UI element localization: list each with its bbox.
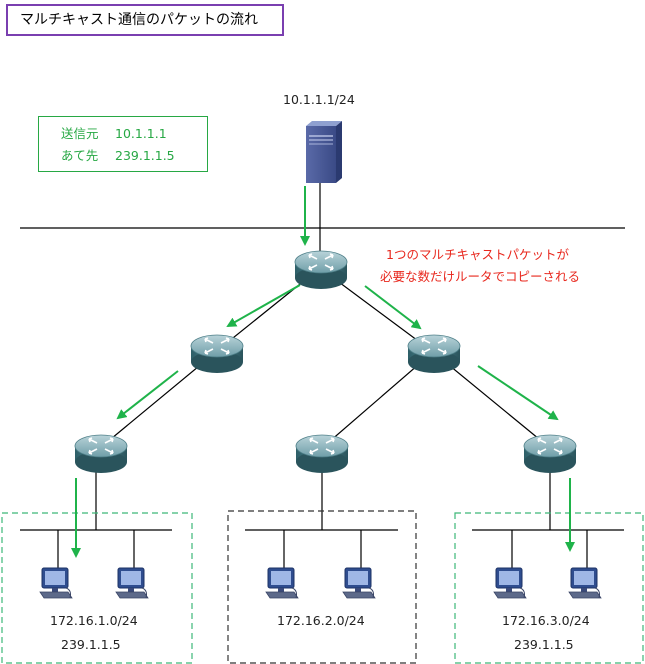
pc-icon	[265, 567, 299, 599]
router-icon	[74, 434, 128, 474]
router-icon	[407, 334, 461, 374]
note-line-1: 1つのマルチキャストパケットが	[386, 247, 569, 262]
lan-1-network: 172.16.1.0/24	[50, 613, 138, 628]
destination-label: あて先	[61, 148, 99, 163]
pc-icon	[115, 567, 149, 599]
pc-icon	[568, 567, 602, 599]
server-icon	[306, 121, 342, 183]
page-title: マルチキャスト通信のパケットの流れ	[6, 4, 284, 36]
router-icon	[523, 434, 577, 474]
note-line-2: 必要な数だけルータでコピーされる	[380, 269, 581, 284]
destination-value: 239.1.1.5	[115, 148, 175, 163]
lan-box-1	[1, 512, 193, 664]
pc-icon	[39, 567, 73, 599]
server-network-label: 10.1.1.1/24	[283, 92, 355, 107]
source-value: 10.1.1.1	[115, 126, 167, 141]
router-icon	[190, 334, 244, 374]
packet-info-box: 送信元 10.1.1.1 あて先 239.1.1.5	[38, 116, 208, 172]
router-icon	[295, 434, 349, 474]
destination-row: あて先 239.1.1.5	[61, 147, 207, 169]
lan-3-group: 239.1.1.5	[514, 637, 574, 652]
source-row: 送信元 10.1.1.1	[61, 125, 207, 147]
lan-box-3	[454, 512, 644, 664]
pc-icon	[493, 567, 527, 599]
lan-box-2	[227, 510, 417, 664]
pc-icon	[342, 567, 376, 599]
lan-1-group: 239.1.1.5	[61, 637, 121, 652]
router-icon	[294, 250, 348, 290]
lan-2-network: 172.16.2.0/24	[277, 613, 365, 628]
source-label: 送信元	[61, 126, 99, 141]
lan-3-network: 172.16.3.0/24	[502, 613, 590, 628]
multicast-flow-arrows	[71, 186, 575, 558]
